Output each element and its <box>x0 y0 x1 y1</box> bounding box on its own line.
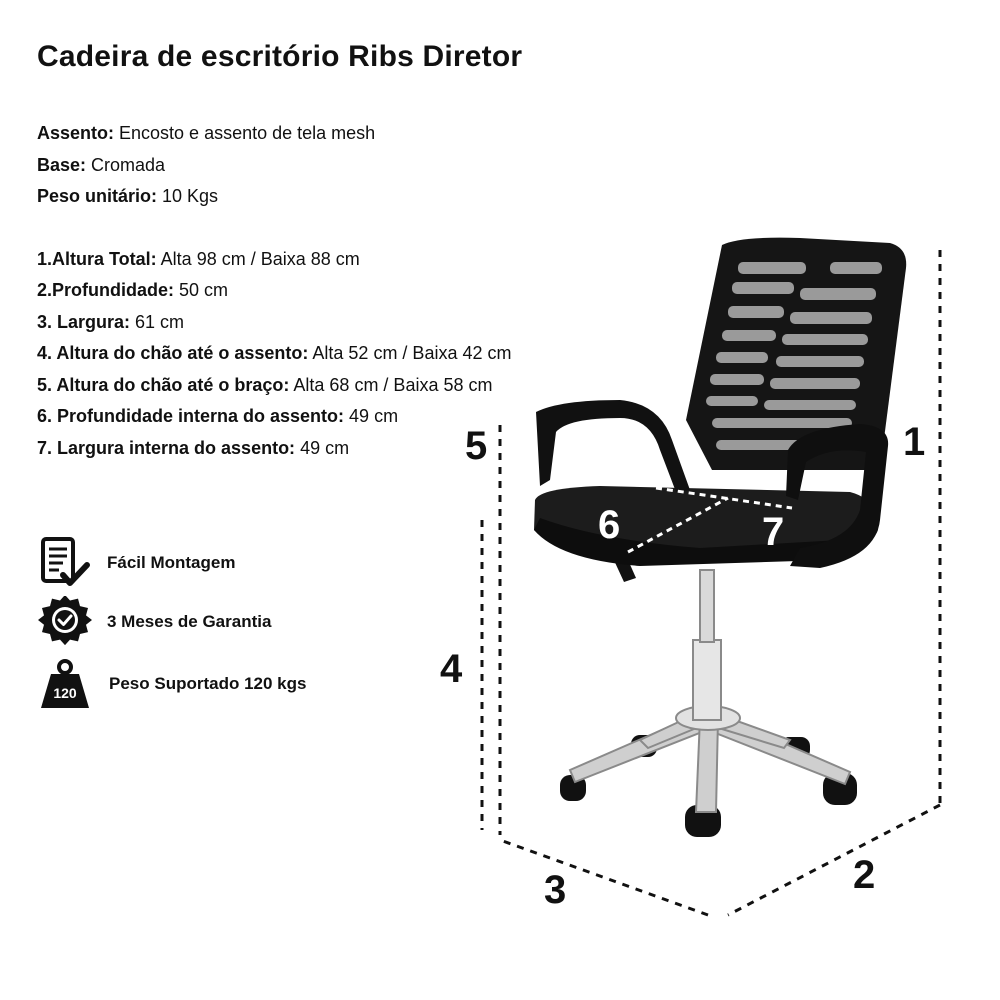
dimension-value: Alta 98 cm / Baixa 88 cm <box>156 248 360 269</box>
chair-base <box>568 705 852 813</box>
dim-marker-6: 6 <box>598 503 621 547</box>
dim-marker-4: 4 <box>440 647 463 691</box>
spec-row: Base: Cromada <box>37 150 511 182</box>
spec-value: Cromada <box>86 154 166 175</box>
checklist-icon <box>37 537 93 589</box>
weight-value: 120 <box>53 685 77 701</box>
dimension-key: 1.Altura Total: <box>37 248 157 269</box>
dimension-row: 4. Altura do chão até o assento: Alta 52… <box>37 338 511 370</box>
dimension-row: 2.Profundidade: 50 cm <box>37 275 511 307</box>
warranty-badge-icon <box>37 596 93 648</box>
dimension-value: 50 cm <box>174 280 229 300</box>
dimension-row: 1.Altura Total: Alta 98 cm / Baixa 88 cm <box>37 244 511 276</box>
dim-line-2 <box>727 803 941 917</box>
feature-weight: 120 Peso Suportado 120 kgs <box>37 658 306 710</box>
dimension-row: 5. Altura do chão até o braço: Alta 68 c… <box>37 370 511 402</box>
spec-value: Encosto e assento de tela mesh <box>114 123 376 143</box>
dimension-key: 7. Largura interna do assento: <box>37 437 296 458</box>
dimension-key: 6. Profundidade interna do assento: <box>37 406 345 426</box>
product-title: Cadeira de escritório Ribs Diretor <box>37 40 523 73</box>
spec-key: Assento: <box>37 123 115 143</box>
spec-key: Base: <box>37 154 87 175</box>
chair-gas-cylinder <box>692 639 722 721</box>
chair-right-armrest <box>786 424 889 568</box>
dim-marker-2: 2 <box>853 853 876 897</box>
dim-marker-5: 5 <box>465 424 488 468</box>
dimension-lines <box>480 250 942 917</box>
chair-piston <box>699 569 715 643</box>
dim-marker-7: 7 <box>762 510 785 554</box>
dimension-value: 49 cm <box>295 437 350 458</box>
chair-left-armrest <box>536 400 690 492</box>
weight-icon: 120 <box>37 658 93 710</box>
dimension-value: 61 cm <box>130 311 185 332</box>
feature-easy-assembly: Fácil Montagem <box>37 537 235 589</box>
feature-label: Fácil Montagem <box>107 553 236 572</box>
dim-line-6 <box>627 496 729 554</box>
dimension-key: 2.Profundidade: <box>37 280 175 300</box>
backrest-mesh-slots <box>706 262 882 450</box>
spec-key: Peso unitário: <box>37 186 158 206</box>
dimension-key: 4. Altura do chão até o assento: <box>37 343 309 363</box>
spec-row: Peso unitário: 10 Kgs <box>37 181 511 213</box>
feature-label: Peso Suportado 120 kgs <box>109 674 307 693</box>
dimension-key: 3. Largura: <box>37 311 131 332</box>
dimension-value: 49 cm <box>344 406 399 426</box>
feature-label: 3 Meses de Garantia <box>107 612 272 631</box>
dimension-row: 6. Profundidade interna do assento: 49 c… <box>37 401 511 433</box>
dimension-value: Alta 52 cm / Baixa 42 cm <box>308 343 512 363</box>
spec-value: 10 Kgs <box>157 186 219 206</box>
dimension-row: 3. Largura: 61 cm <box>37 307 511 339</box>
dim-marker-1: 1 <box>903 420 926 464</box>
dim-line-3 <box>499 838 709 917</box>
dim-marker-3: 3 <box>544 868 567 912</box>
dimension-row: 7. Largura interna do assento: 49 cm <box>37 433 511 465</box>
dim-line-7 <box>655 486 793 510</box>
spec-row: Assento: Encosto e assento de tela mesh <box>37 118 511 150</box>
feature-warranty: 3 Meses de Garantia <box>37 596 271 648</box>
spec-list: Assento: Encosto e assento de tela mesh … <box>37 118 511 464</box>
dimension-key: 5. Altura do chão até o braço: <box>37 374 290 395</box>
dimension-value: Alta 68 cm / Baixa 58 cm <box>289 374 493 395</box>
